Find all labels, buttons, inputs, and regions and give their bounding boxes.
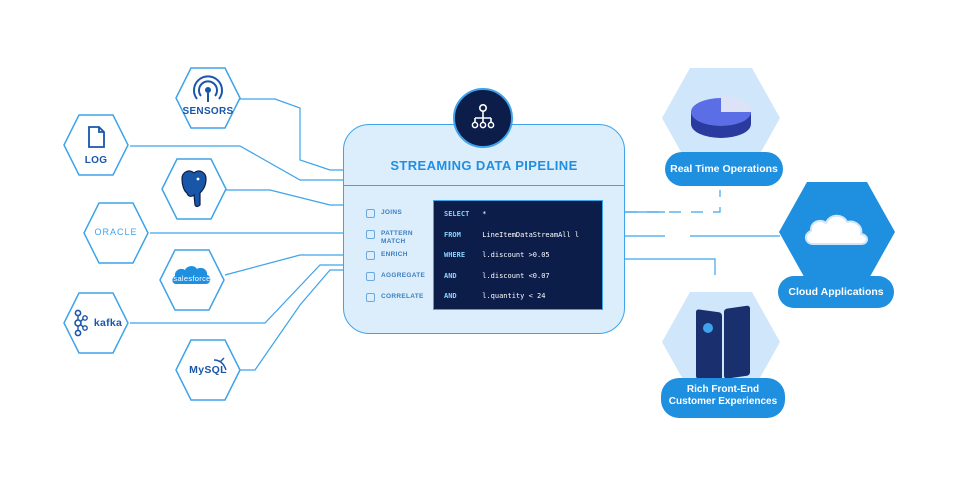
postgresql-source: [160, 157, 228, 221]
joins-icon: [366, 209, 375, 218]
mysql-source: MySQL: [174, 338, 242, 402]
oracle-source: ORACLE: [82, 201, 150, 265]
operations-list: JOINS PATTERN MATCH ENRICH AGGREGATE COR…: [366, 209, 425, 314]
realtime-destination: [660, 66, 782, 170]
cloud-destination: [777, 180, 897, 284]
mysql-logo: MySQL: [189, 364, 227, 376]
network-hierarchy-icon: [471, 104, 495, 129]
salesforce-cloud-icon: [172, 266, 211, 284]
sensors-label: SENSORS: [182, 106, 234, 117]
correlate-icon: [366, 293, 375, 302]
sql-query-box: SELECT * FROM LineItemDataStreamAll l WH…: [433, 200, 603, 310]
salesforce-source: salesforce: [158, 248, 226, 312]
frontend-experiences-pill: Rich Front-End Customer Experiences: [661, 378, 785, 418]
oracle-logo: ORACLE: [94, 227, 138, 237]
mobile-devices-icon: [696, 305, 750, 383]
cloud-icon: [805, 214, 868, 245]
operation-correlate: CORRELATE: [366, 293, 425, 314]
pattern-icon: [366, 230, 375, 239]
operation-pattern-match: PATTERN MATCH: [366, 230, 425, 251]
salesforce-logo: salesforce: [173, 274, 211, 283]
log-source: LOG: [62, 113, 130, 177]
operation-enrich: ENRICH: [366, 251, 425, 272]
pie-chart-icon: [691, 95, 752, 138]
query-line: SELECT *: [444, 210, 487, 218]
kafka-icon: [74, 309, 88, 337]
frontend-destination: [660, 290, 782, 394]
log-label: LOG: [84, 155, 108, 166]
mysql-dolphin-icon: [213, 357, 227, 371]
sensor-icon: [193, 75, 223, 102]
pipeline-title: STREAMING DATA PIPELINE: [390, 158, 578, 173]
realtime-operations-pill: Real Time Operations: [665, 152, 783, 186]
operation-joins: JOINS: [366, 209, 425, 230]
sensors-source: SENSORS: [174, 66, 242, 130]
query-line: FROM LineItemDataStreamAll l: [444, 230, 580, 239]
operation-aggregate: AGGREGATE: [366, 272, 425, 293]
pipeline-header: STREAMING DATA PIPELINE: [344, 125, 624, 186]
kafka-logo: kafka: [93, 317, 123, 329]
query-line: WHERE l.discount >0.05: [444, 251, 550, 259]
document-icon: [88, 126, 105, 148]
enrich-icon: [366, 251, 375, 260]
aggregate-icon: [366, 272, 375, 281]
query-line: AND l.quantity < 24: [444, 292, 546, 300]
pipeline-hub: [453, 88, 513, 148]
postgresql-elephant-icon: [181, 170, 207, 208]
query-line: AND l.discount <0.07: [444, 271, 550, 280]
cloud-applications-pill: Cloud Applications: [778, 276, 894, 308]
kafka-source: kafka: [62, 291, 130, 355]
